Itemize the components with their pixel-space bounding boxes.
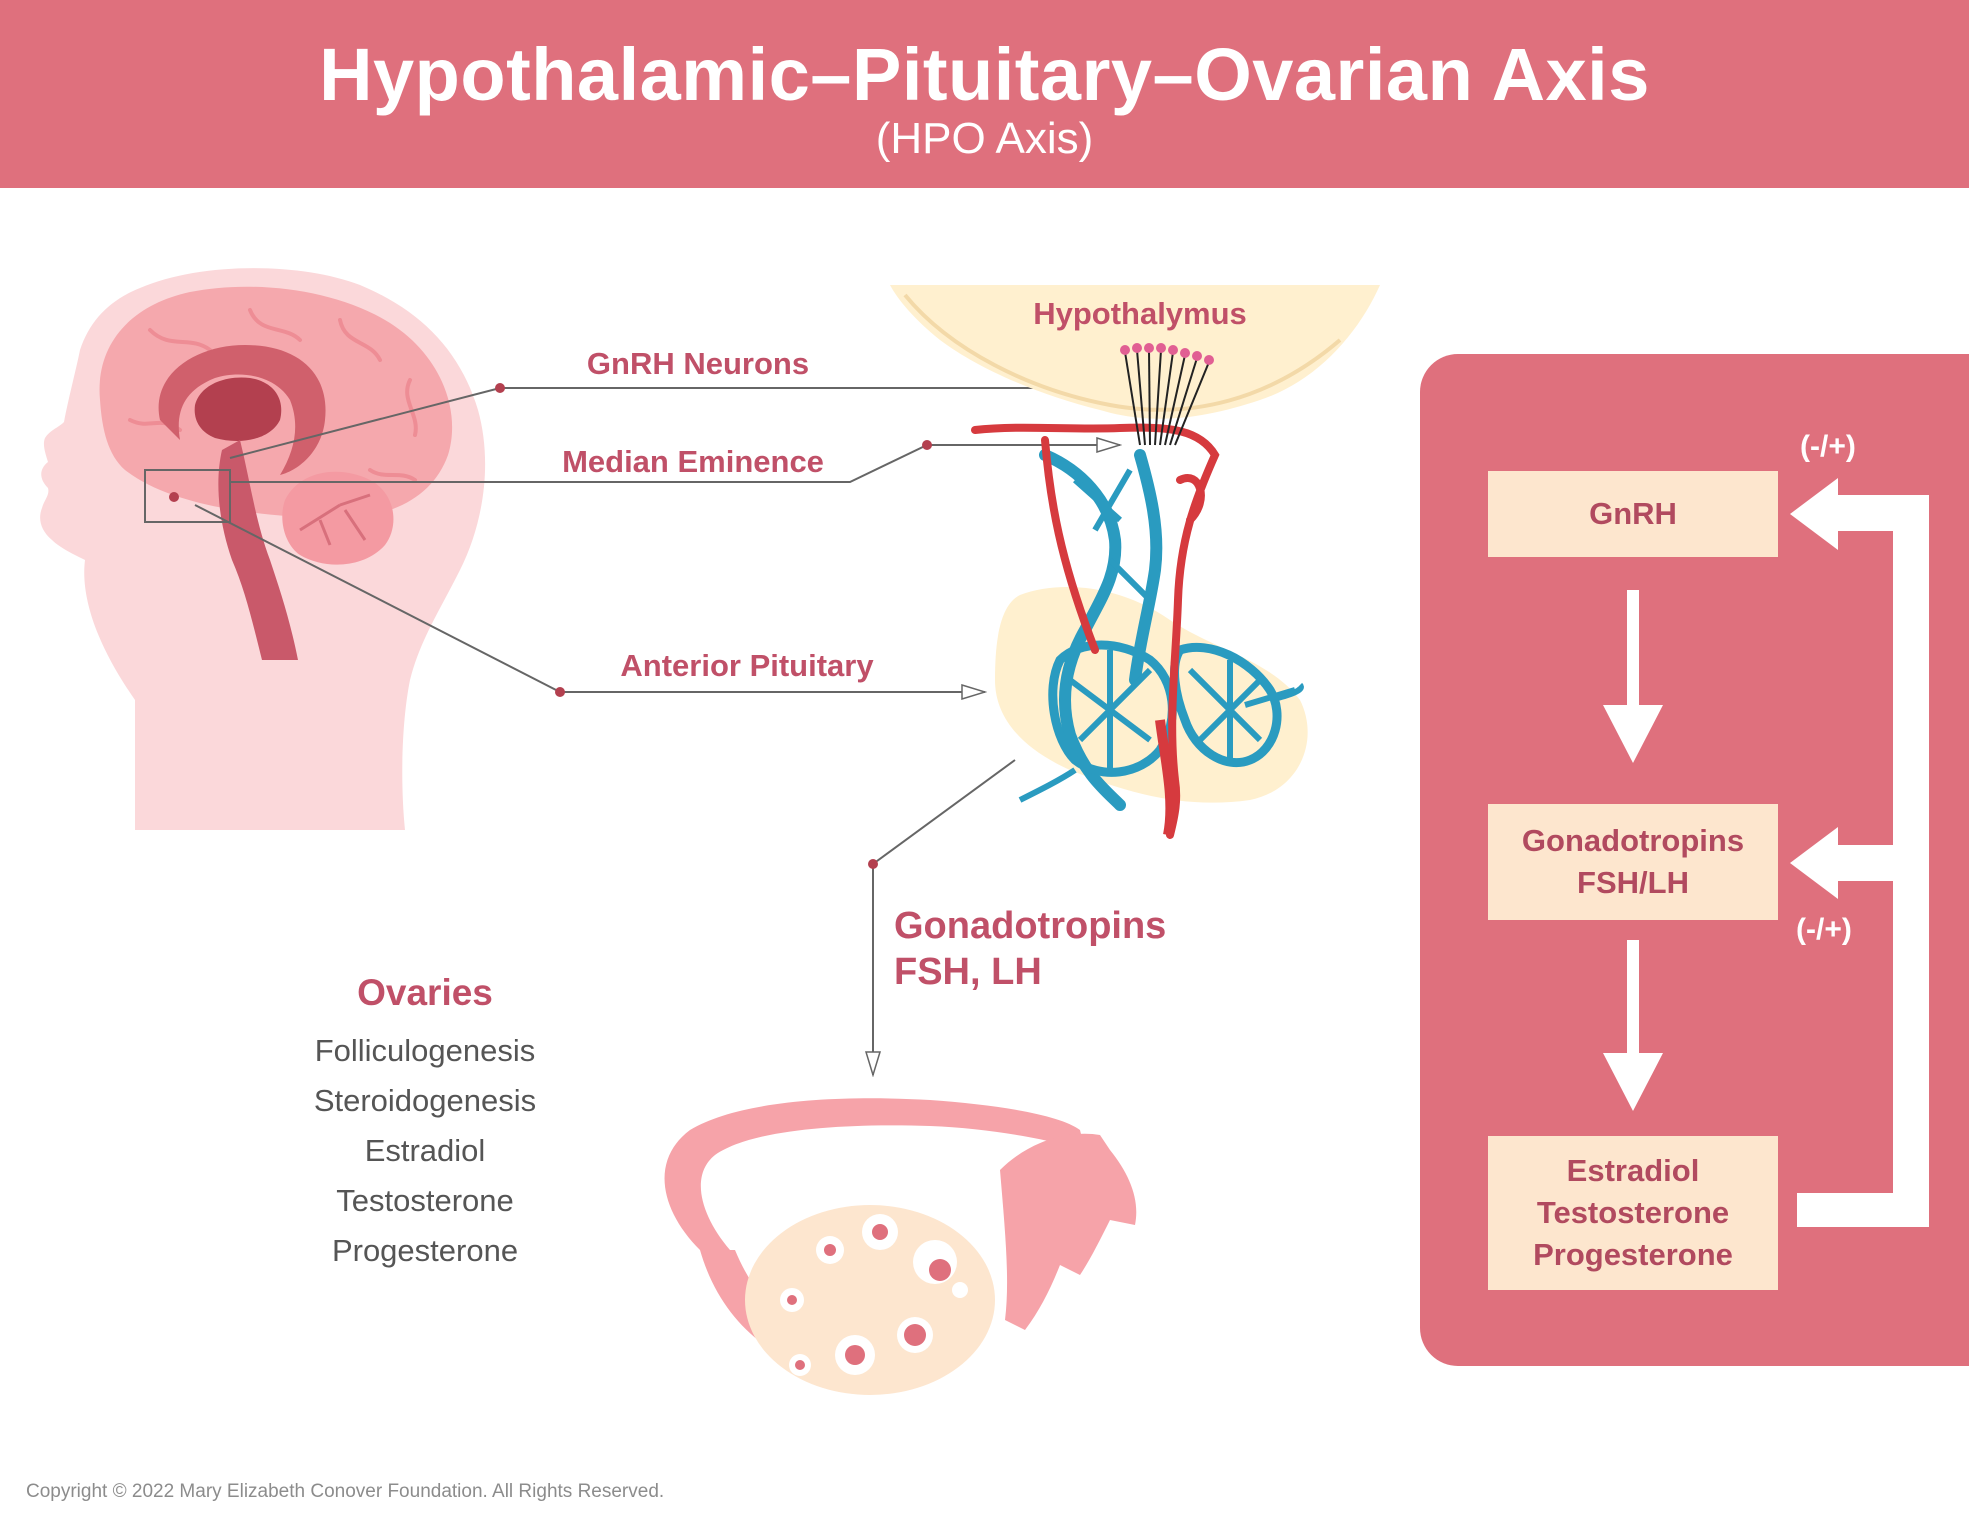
hypothalamus-pituitary-illustration bbox=[890, 285, 1380, 839]
down-arrow-head-2 bbox=[1603, 1053, 1663, 1111]
feedback-loop-top bbox=[1838, 495, 1929, 531]
ovaries-item: Estradiol bbox=[364, 1133, 486, 1168]
ovaries-item: Progesterone bbox=[331, 1233, 519, 1268]
down-arrow-shaft-2 bbox=[1627, 940, 1639, 1053]
fallopian-tube bbox=[664, 1098, 1085, 1250]
label-gonadotropins: Gonadotropins FSH, LH bbox=[894, 903, 1166, 995]
corpus-callosum bbox=[158, 345, 326, 475]
brainstem bbox=[218, 440, 298, 660]
capillary-mesh bbox=[1068, 468, 1263, 770]
artery-branch bbox=[1155, 719, 1176, 836]
pituitary-dot bbox=[169, 492, 179, 502]
diagram-subtitle: (HPO Axis) bbox=[875, 114, 1094, 163]
ovaries-item: Testosterone bbox=[336, 1183, 514, 1218]
pituitary-region-box bbox=[144, 469, 231, 523]
leader-dots bbox=[495, 383, 932, 869]
down-arrow-head-1 bbox=[1603, 705, 1663, 763]
label-gonadotropins-line2: FSH, LH bbox=[894, 951, 1042, 993]
brain-folds bbox=[128, 308, 418, 482]
ovaries-list: Ovaries Folliculogenesis Steroidogenesis… bbox=[300, 972, 550, 1276]
box-gonadotropins-line1: Gonadotropins bbox=[1521, 823, 1745, 858]
hypothalamus-outline bbox=[903, 293, 1342, 412]
head-illustration bbox=[40, 268, 486, 830]
ovaries-title: Ovaries bbox=[357, 972, 493, 1013]
outflow-vessel-blue bbox=[1018, 682, 1304, 803]
box-steroids: Estradiol Testosterone Progesterone bbox=[1488, 1136, 1778, 1290]
feedback-label-middle: (-/+) bbox=[1796, 913, 1852, 946]
label-gonadotropins-line1: Gonadotropins bbox=[894, 905, 1167, 947]
artery-red bbox=[971, 423, 1220, 839]
gnrh-neuron-fibers bbox=[1124, 349, 1210, 446]
box-gonadotropins: Gonadotropins FSH/LH bbox=[1488, 804, 1778, 920]
feedback-loop-middle bbox=[1838, 845, 1929, 881]
label-median-eminence: Median Eminence bbox=[562, 444, 824, 479]
leader-median-eminence bbox=[230, 445, 1120, 483]
ovaries-item: Steroidogenesis bbox=[313, 1083, 537, 1118]
thalamus bbox=[194, 377, 282, 441]
box-steroids-line3: Progesterone bbox=[1533, 1237, 1733, 1272]
feedback-label-top: (-/+) bbox=[1800, 430, 1856, 463]
diagram-title: Hypothalamic–Pituitary–Ovarian Axis bbox=[319, 33, 1650, 116]
label-hypothalamus: Hypothalymus bbox=[1033, 296, 1247, 331]
box-steroids-line1: Estradiol bbox=[1566, 1153, 1700, 1188]
gnrh-neuron-bodies bbox=[1120, 343, 1214, 365]
cerebellum-branches bbox=[299, 493, 371, 546]
box-steroids-line2: Testosterone bbox=[1536, 1195, 1730, 1230]
box-gnrh-line: GnRH bbox=[1589, 496, 1677, 531]
down-arrow-shaft-1 bbox=[1627, 590, 1639, 705]
label-gnrh-neurons: GnRH Neurons bbox=[586, 346, 810, 381]
copyright-notice: Copyright © 2022 Mary Elizabeth Conover … bbox=[26, 1481, 665, 1502]
feedback-arrow-to-gonadotropins bbox=[1790, 827, 1838, 899]
ovaries-item: Folliculogenesis bbox=[314, 1033, 536, 1068]
feedback-arrow-shapes bbox=[1603, 478, 1929, 1227]
label-anterior-pituitary: Anterior Pituitary bbox=[620, 648, 874, 683]
title-banner: Hypothalamic–Pituitary–Ovarian Axis (HPO… bbox=[0, 0, 1969, 188]
feedback-arrow-to-gnrh bbox=[1790, 478, 1838, 550]
ovary-follicles bbox=[780, 1214, 968, 1376]
box-gnrh: GnRH bbox=[1488, 471, 1778, 557]
box-gonadotropins-line2: FSH/LH bbox=[1577, 865, 1689, 900]
ovary-illustration bbox=[664, 1098, 1137, 1395]
fimbriae bbox=[1000, 1133, 1137, 1330]
